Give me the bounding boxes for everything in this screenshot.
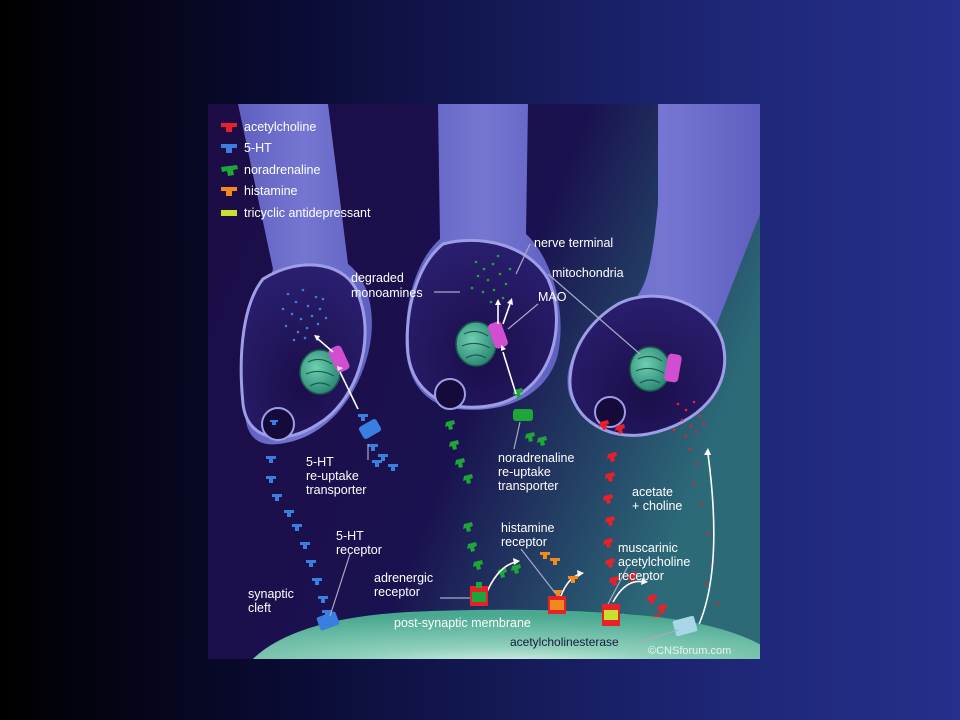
legend-label-serotonin: 5-HT xyxy=(244,141,272,155)
legend-label-noradrenaline: noradrenaline xyxy=(244,163,320,177)
label-adrenergic-line2: receptor xyxy=(374,585,420,599)
legend-item-tricyclic: tricyclic antidepressant xyxy=(221,206,371,220)
legend-label-tricyclic: tricyclic antidepressant xyxy=(244,206,371,220)
label-acetate-line1: acetate xyxy=(632,485,673,499)
legend-item-histamine: histamine xyxy=(221,184,298,198)
label-mitochondria: mitochondria xyxy=(552,266,624,280)
muscarinic-receptor xyxy=(602,604,620,626)
label-mao: MAO xyxy=(538,290,567,304)
label-ht-transporter-line1: 5-HT xyxy=(306,455,334,469)
noradrenaline-molecules xyxy=(445,388,547,578)
degraded-monoamines-serotonin xyxy=(281,288,328,342)
degraded-monoamines-noradrenaline xyxy=(470,254,512,304)
label-muscarinic-line1: muscarinic xyxy=(618,541,678,555)
acetylcholine-swatch-icon xyxy=(221,123,237,132)
label-post-synaptic-membrane: post-synaptic membrane xyxy=(394,616,531,630)
serotonin-molecules xyxy=(266,414,398,603)
mao-enzyme-1 xyxy=(328,345,350,373)
label-muscarinic-line3: receptor xyxy=(618,569,664,583)
mitochondrion-3 xyxy=(629,346,671,392)
label-histamine-receptor-line1: histamine xyxy=(501,521,555,535)
legend-label-acetylcholine: acetylcholine xyxy=(244,120,316,134)
noradrenaline-swatch-icon xyxy=(221,165,238,176)
legend-item-acetylcholine: acetylcholine xyxy=(221,120,316,134)
histamine-receptor xyxy=(540,552,578,614)
vesicle-acetylcholine xyxy=(594,396,626,428)
acetylcholinesterase-enzyme xyxy=(672,615,698,637)
legend: acetylcholine 5-HT noradrenaline histami… xyxy=(221,120,371,220)
label-acetylcholinesterase: acetylcholinesterase xyxy=(510,635,619,649)
legend-item-noradrenaline: noradrenaline xyxy=(221,163,320,177)
mitochondrion-1 xyxy=(299,349,341,395)
histamine-swatch-icon xyxy=(221,187,237,196)
label-ht-receptor-line1: 5-HT xyxy=(336,529,364,543)
mao-enzyme-3 xyxy=(664,353,682,383)
tricyclic-swatch-icon xyxy=(221,210,237,216)
vesicle-noradrenaline xyxy=(434,378,466,410)
serotonin-receptor xyxy=(316,610,340,631)
label-na-transporter-line1: noradrenaline xyxy=(498,451,574,465)
label-histamine-receptor-line2: receptor xyxy=(501,535,547,549)
leader-lines xyxy=(329,243,679,643)
legend-label-histamine: histamine xyxy=(244,184,298,198)
mitochondrion-2 xyxy=(455,321,497,367)
label-synaptic-line2: cleft xyxy=(248,601,271,615)
post-synaptic-membrane xyxy=(252,609,760,659)
label-degraded-line2: monoamines xyxy=(351,286,423,300)
acetate-choline-particles xyxy=(672,400,720,606)
legend-item-serotonin: 5-HT xyxy=(221,141,272,155)
noradrenaline-reuptake-transporter xyxy=(513,409,533,421)
label-adrenergic-line1: adrenergic xyxy=(374,571,433,585)
label-acetate-line2: + choline xyxy=(632,499,682,513)
label-na-transporter-line2: re-uptake xyxy=(498,465,551,479)
label-ht-receptor-line2: receptor xyxy=(336,543,382,557)
adrenergic-receptor xyxy=(470,582,488,606)
synapse-diagram: acetylcholine 5-HT noradrenaline histami… xyxy=(208,104,760,659)
label-nerve-terminal: nerve terminal xyxy=(534,236,613,250)
label-ht-transporter-line3: transporter xyxy=(306,483,366,497)
serotonin-swatch-icon xyxy=(221,144,237,153)
copyright-text: ©CNSforum.com xyxy=(648,645,731,657)
reuptake-arrows xyxy=(314,298,517,410)
label-degraded-line1: degraded xyxy=(351,271,404,285)
label-synaptic-line1: synaptic xyxy=(248,587,294,601)
mao-enzyme-2 xyxy=(488,321,508,349)
vesicle-serotonin xyxy=(261,407,295,441)
label-na-transporter-line3: transporter xyxy=(498,479,558,493)
synapse-illustration: acetylcholine 5-HT noradrenaline histami… xyxy=(208,104,760,659)
label-muscarinic-line2: acetylcholine xyxy=(618,555,690,569)
label-ht-transporter-line2: re-uptake xyxy=(306,469,359,483)
serotonin-reuptake-transporter xyxy=(358,419,382,439)
